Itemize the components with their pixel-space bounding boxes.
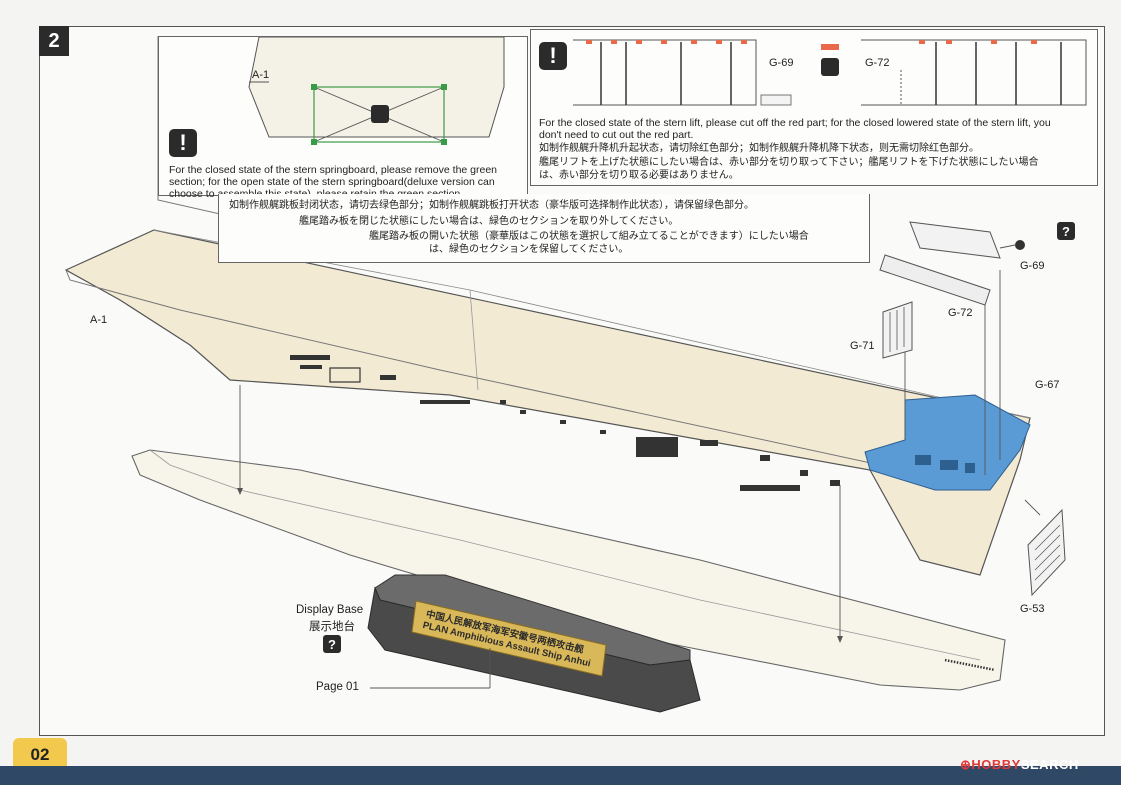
part-g71 [882, 301, 913, 359]
springboard-warning-zh: 如制作舰艉跳板封闭状态，请切去绿色部分；如制作舰艉跳板打开状态（豪华版可选择制作… [229, 200, 754, 211]
lift-warning-en-1: For the closed state of the stern lift, … [539, 117, 1051, 129]
lift-warning-en-2: don't need to cut out the red part. [539, 129, 694, 141]
springboard-warning-ja-3: は、緑色のセクションを保留してください。 [429, 244, 629, 255]
callout-part-g69: G-69 [769, 57, 794, 69]
springboard-warning-ja-1: 艦尾踏み板を閉じた状態にしたい場合は、緑色のセクションを取り外してください。 [299, 216, 679, 227]
stern-lift-diagram [573, 39, 1087, 106]
springboard-warning-ja-2: 艦尾踏み板の開いた状態（豪華版はこの状態を選択して組み立てることができます）にし… [369, 231, 809, 242]
part-label-g53: G-53 [1020, 603, 1045, 615]
watermark: ⊕HOBBYSEARCH [960, 757, 1079, 773]
lift-warning-ja-2: は、赤い部分を切り取る必要はありません。 [539, 170, 739, 181]
stern-highlight [864, 394, 1031, 491]
part-label-g69: G-69 [1020, 260, 1045, 272]
warning-icon: ! [169, 129, 197, 157]
part-g53 [1027, 508, 1066, 597]
callout-part-a1: A-1 [252, 69, 270, 81]
springboard-diagram [248, 37, 505, 145]
part-label-g71: G-71 [850, 340, 875, 352]
springboard-notes: 如制作舰艉跳板封闭状态，请切去绿色部分；如制作舰艉跳板打开状态（豪华版可选择制作… [218, 194, 870, 263]
watermark-logo: ⊕HOBBY [960, 757, 1021, 772]
part-g72 [879, 254, 991, 306]
springboard-warning-en-1: For the closed state of the stern spring… [169, 164, 498, 176]
display-base-label-en: Display Base [296, 604, 364, 616]
lift-warning-zh: 如制作舰艉升降机升起状态，请切除红色部分；如制作舰艉升降机降下状态，则无需切除红… [539, 143, 979, 154]
display-base-label-zh: 展示地台 [309, 621, 355, 633]
lower-hull [131, 449, 1006, 691]
part-g69 [909, 221, 1001, 259]
part-label-g72: G-72 [948, 307, 973, 319]
page-reference: Page 01 [316, 681, 359, 693]
part-label-g67: G-67 [1035, 379, 1060, 391]
lift-warning-ja-1: 艦尾リフトを上げた状態にしたい場合は、赤い部分を切り取って下さい；艦尾リフトを下… [539, 157, 1039, 168]
part-label-a1: A-1 [90, 314, 108, 326]
warning-icon: ! [539, 42, 567, 70]
question-icon: ? [323, 635, 341, 653]
watermark-text: SEARCH [1020, 757, 1079, 772]
callout-part-g72: G-72 [865, 57, 890, 69]
springboard-callout: A-1 ! For the closed state of the stern … [158, 36, 528, 200]
footer-bar [0, 766, 1121, 785]
display-base-plaque [411, 600, 607, 677]
springboard-warning-en-2: section; for the open state of the stern… [169, 176, 495, 188]
question-icon: ? [1057, 222, 1075, 240]
stern-lift-callout: ! G-69 G-72 For the closed state of the … [530, 29, 1098, 186]
step-number: 2 [39, 26, 69, 56]
hull-deck-part [64, 229, 1031, 576]
